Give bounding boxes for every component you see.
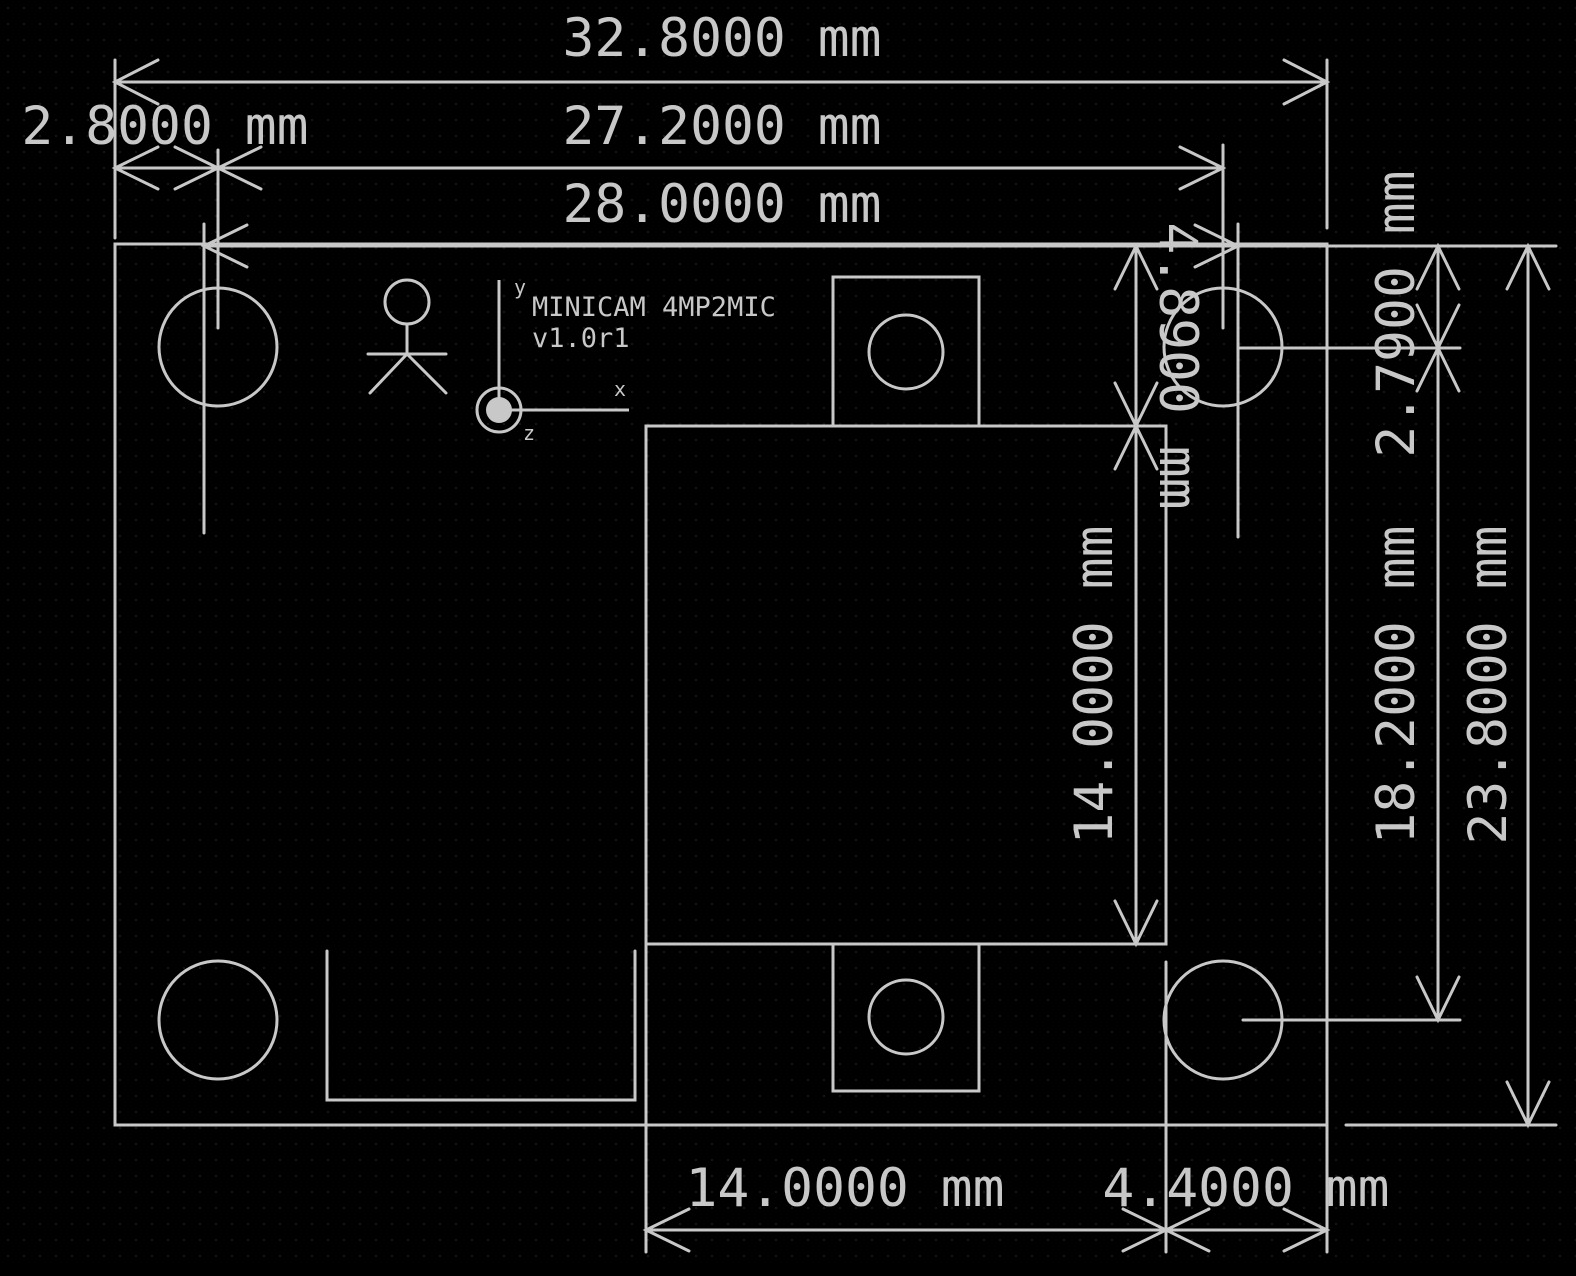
dimension-18-2-label: 18.2000 mm	[1366, 525, 1427, 844]
dimension-2-79-label: 2.7900 mm	[1366, 170, 1427, 457]
dimension-4-4[interactable]	[1162, 1123, 1331, 1254]
silkscreen-revision: v1.0r1	[532, 323, 630, 354]
sensor-tab-top-hole[interactable]	[867, 313, 945, 391]
mounting-hole-bottom-left[interactable]	[157, 959, 279, 1081]
dimension-32-8[interactable]	[111, 58, 1331, 240]
dimension-4-4-label: 4.4000 mm	[1102, 1158, 1389, 1219]
silkscreen-title: MINICAM 4MP2MIC	[532, 292, 776, 323]
connector-outline[interactable]	[325, 949, 637, 1102]
origin-marker-icon	[475, 280, 629, 434]
axis-z-label: z	[523, 421, 535, 445]
dimension-14-0-horizontal[interactable]	[642, 942, 1170, 1254]
dimension-18-2[interactable]	[1241, 346, 1462, 1024]
dimension-14-0-vertical-label: 14.0000 mm	[1064, 525, 1125, 844]
sensor-tab-bottom[interactable]	[831, 942, 981, 1093]
dimension-28-0[interactable]	[200, 222, 1242, 539]
dimension-27-2-label: 27.2000 mm	[562, 96, 881, 157]
dimension-14-0-horizontal-label: 14.0000 mm	[685, 1158, 1004, 1219]
dimension-32-8-label: 32.8000 mm	[562, 8, 881, 69]
board-outline[interactable]	[113, 242, 1329, 1127]
sensor-tab-bottom-hole[interactable]	[867, 978, 945, 1056]
axis-x-label: x	[614, 377, 626, 401]
dimension-23-8-label: 23.8000 mm	[1458, 525, 1519, 844]
dimension-4-89-label: 4.8900 mm	[1147, 222, 1208, 509]
axis-y-label: y	[514, 275, 526, 299]
dimension-28-0-label: 28.0000 mm	[562, 174, 881, 235]
person-icon	[366, 278, 448, 395]
dimension-14-0-vertical[interactable]	[984, 422, 1159, 948]
dimension-2-8-label: 2.8000 mm	[21, 96, 308, 157]
dimension-27-2[interactable]	[216, 143, 1227, 330]
dimension-23-8[interactable]	[1344, 242, 1558, 1129]
